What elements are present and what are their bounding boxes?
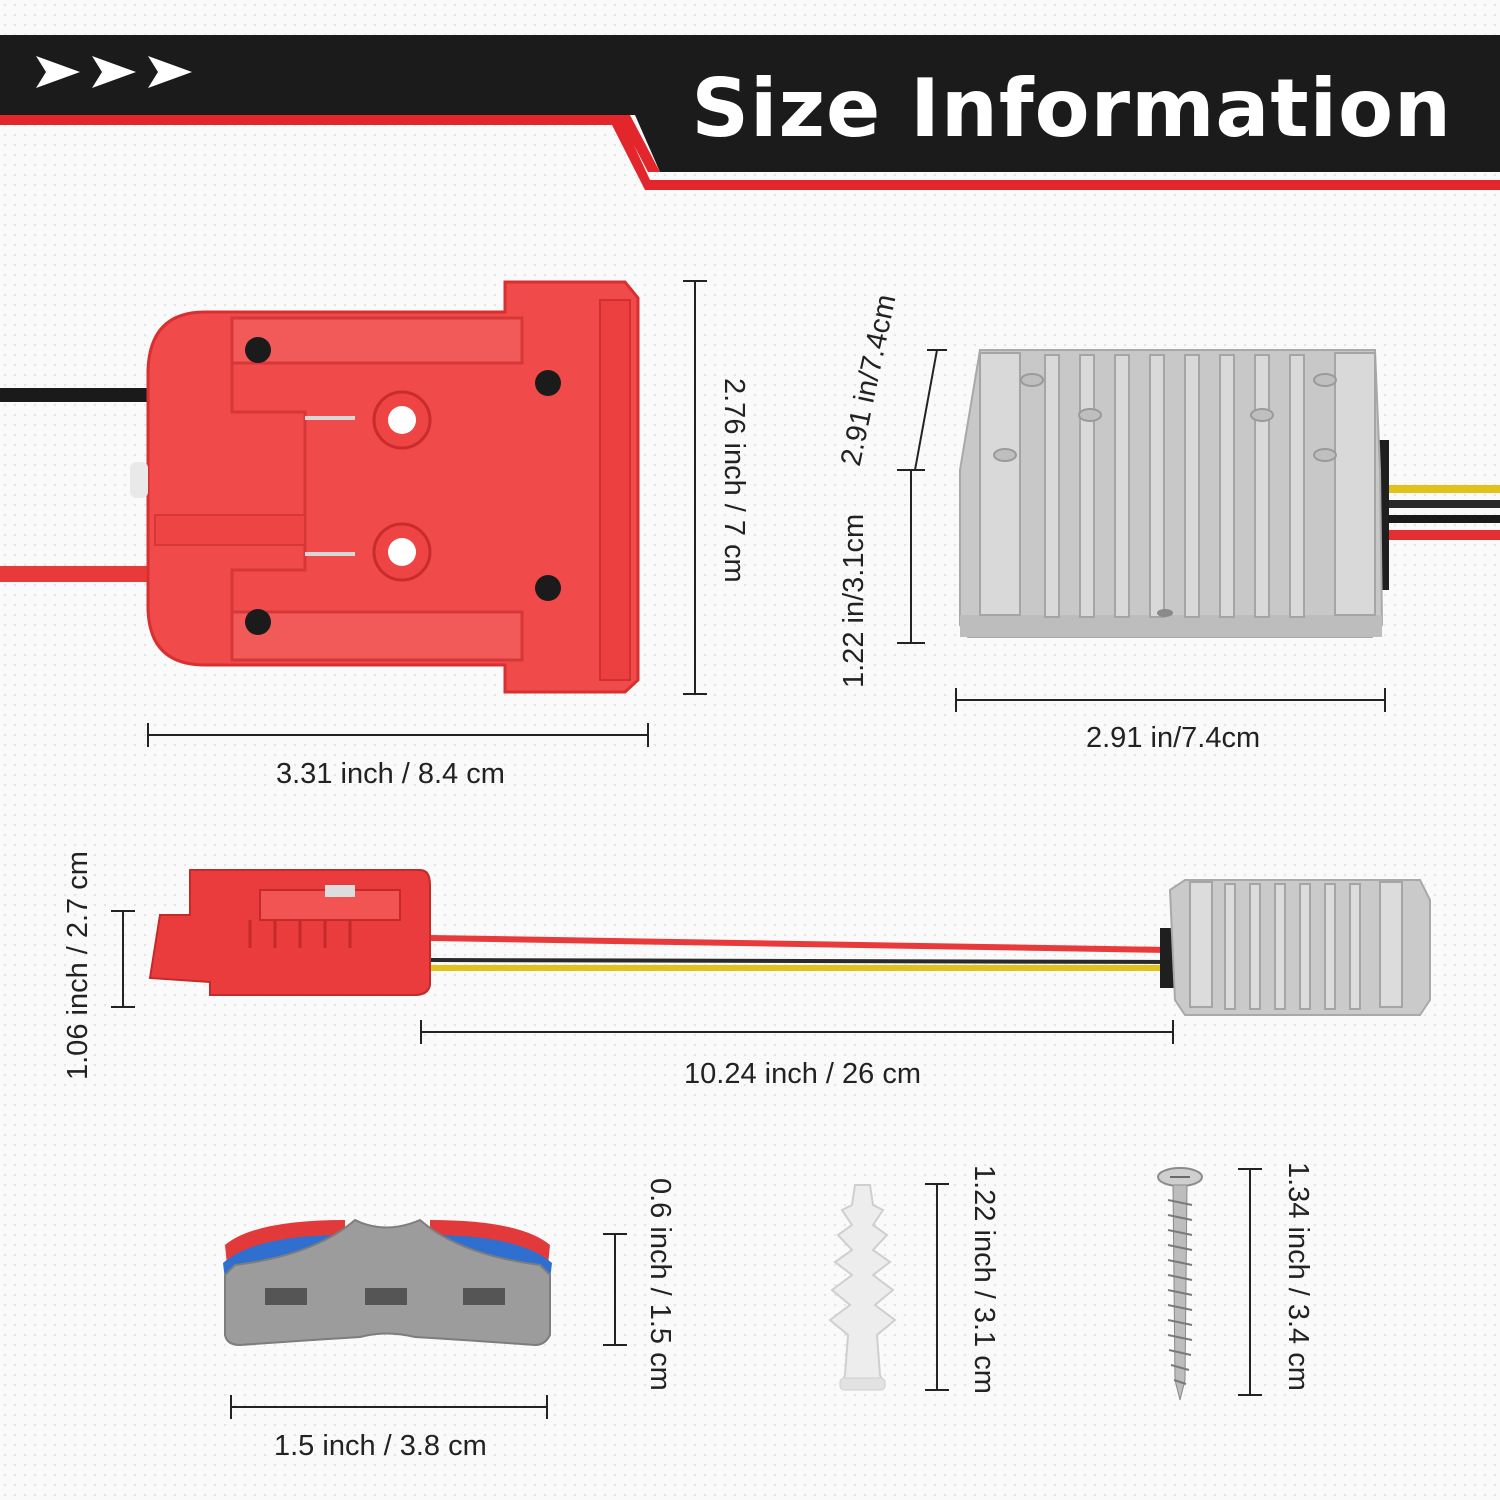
screw-length-dimension-line [1238, 1168, 1262, 1396]
header-banner [0, 35, 1500, 190]
lever-wire-connector [223, 1218, 552, 1347]
assembly-side-view [148, 869, 1431, 1016]
anchor-length-label: 1.22 inch / 3.1 cm [968, 1165, 1000, 1394]
adapter-side-height-dimension-line [111, 910, 135, 1008]
wall-anchor-plug [828, 1184, 897, 1391]
screw-length-label: 1.34 inch / 3.4 cm [1282, 1162, 1314, 1391]
adapter-width-dimension-line [147, 723, 649, 747]
chevron-arrows-icon [36, 56, 192, 88]
cable-length-label: 10.24 inch / 26 cm [684, 1058, 921, 1090]
connector-width-label: 1.5 inch / 3.8 cm [274, 1430, 487, 1462]
cable-length-dimension-line [420, 1020, 1174, 1044]
connector-height-dimension-line [603, 1233, 627, 1346]
adapter-width-label: 3.31 inch / 8.4 cm [276, 758, 505, 790]
converter-depth-label: 2.91 in/7.4cm [835, 291, 903, 469]
converter-depth-height-dimension-lines [897, 349, 947, 644]
adapter-height-label: 2.76 inch / 7 cm [718, 378, 750, 583]
adapter-height-dimension-line [683, 280, 707, 695]
mounting-screw [1157, 1167, 1203, 1401]
connector-height-label: 0.6 inch / 1.5 cm [644, 1178, 676, 1391]
converter-width-label: 2.91 in/7.4cm [1086, 722, 1261, 754]
converter-height-label: 1.22 in/3.1cm [838, 513, 870, 688]
converter-width-dimension-line [955, 688, 1386, 712]
page-title: Size Information [691, 62, 1452, 155]
battery-adapter-top-view [0, 280, 640, 694]
dc-converter-heatsink [959, 349, 1500, 638]
connector-width-dimension-line [230, 1395, 548, 1419]
anchor-length-dimension-line [925, 1183, 949, 1391]
adapter-side-height-label: 1.06 inch / 2.7 cm [62, 851, 94, 1080]
